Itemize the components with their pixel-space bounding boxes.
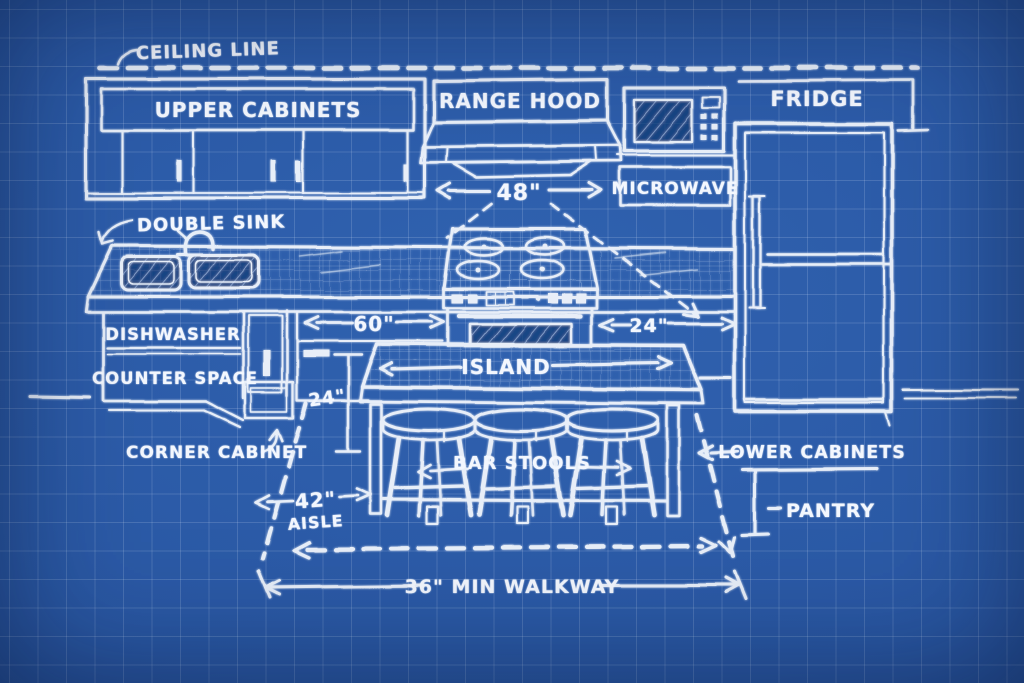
stove-knobs — [452, 293, 586, 303]
fridge-label: FRIDGE — [770, 87, 863, 111]
upper-cabinets — [84, 77, 427, 200]
lower-cabinets-left — [295, 310, 444, 402]
walkway-dashed-lines — [261, 401, 738, 568]
microwave — [616, 86, 734, 207]
dimension-36-label: 36" MIN WALKWAY — [405, 576, 620, 598]
dimension-24-right-label: 24" — [629, 315, 668, 337]
bar-stools-label: BAR STOOLS — [453, 453, 591, 474]
sketch-lines — [28, 48, 1019, 601]
labels: CEILING LINE UPPER CABINETS RANGE HOOD F… — [92, 38, 906, 598]
bar-stool-2 — [473, 407, 569, 518]
dimension-24-vertical — [332, 353, 364, 454]
sink-base-cabinet — [101, 309, 295, 454]
lower-cabinets-label: LOWER CABINETS — [718, 443, 906, 463]
dimension-36 — [257, 569, 748, 601]
bar-stools-arrows — [416, 460, 632, 480]
lower-cabinets-pointer — [697, 444, 739, 462]
dimension-60 — [303, 314, 446, 331]
stove — [442, 227, 599, 348]
counter-space-label: COUNTER SPACE — [92, 369, 258, 388]
dimension-42 — [254, 487, 372, 511]
cabinet-handles — [176, 160, 409, 182]
dishwasher-label: DISHWASHER — [105, 325, 240, 344]
fridge — [733, 78, 1019, 426]
dimension-60-label: 60" — [353, 312, 394, 336]
dimension-42-label: 42" — [294, 487, 337, 514]
range-hood — [419, 77, 623, 179]
microwave-label: MICROWAVE — [611, 179, 738, 199]
corner-cabinet-label: CORNER CABINET — [126, 443, 307, 463]
pantry-bracket — [740, 467, 879, 537]
double-sink — [97, 218, 261, 292]
ceiling-line — [97, 48, 921, 71]
double-sink-label: DOUBLE SINK — [137, 212, 286, 237]
dimension-24-right — [598, 316, 737, 380]
aisle-label: AISLE — [287, 511, 344, 534]
pantry-label: PANTRY — [786, 500, 875, 522]
bar-stool-1 — [381, 407, 477, 518]
corner-cabinet-arrow — [260, 430, 278, 454]
ceiling-line-label: CEILING LINE — [136, 38, 281, 64]
upper-cabinets-label: UPPER CABINETS — [155, 98, 362, 122]
bar-stool-3 — [564, 407, 660, 518]
dimension-48-label: 48" — [496, 181, 541, 206]
island-label: ISLAND — [461, 355, 550, 379]
range-hood-label: RANGE HOOD — [439, 89, 601, 113]
dimension-24-vertical-label: 24" — [307, 386, 347, 412]
microwave-buttons — [701, 115, 718, 140]
island — [358, 342, 705, 525]
double-sink-arrow — [100, 218, 134, 244]
left-tick-mark — [28, 394, 92, 399]
